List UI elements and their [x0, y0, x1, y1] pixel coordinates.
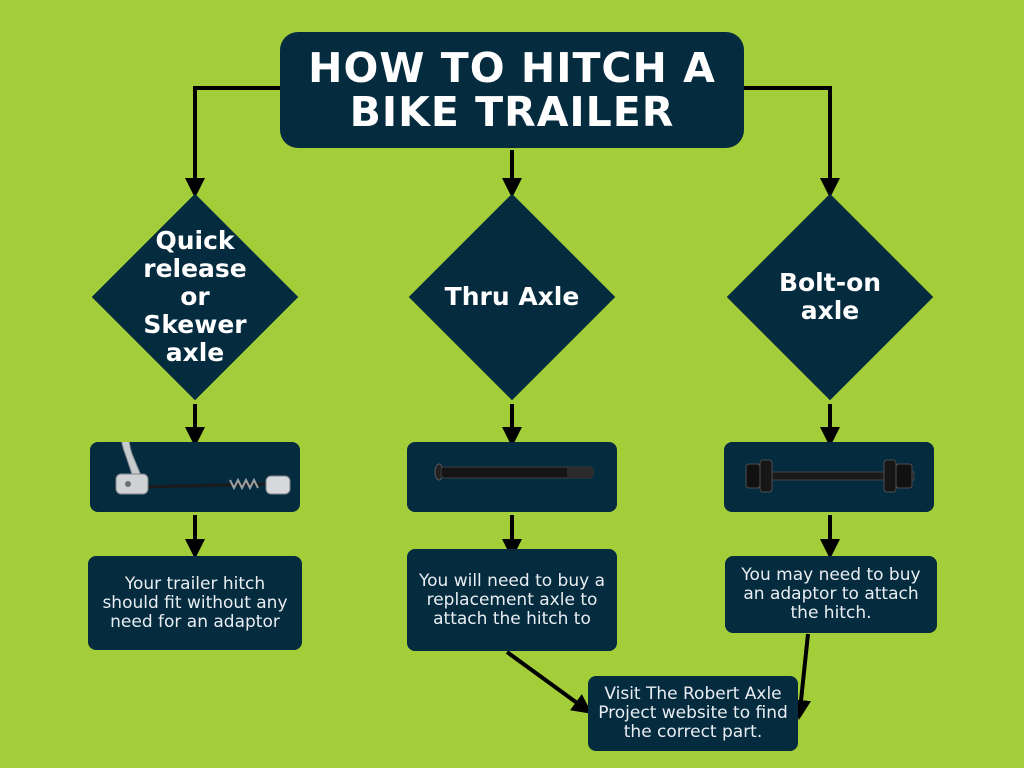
- result-thru-axle: You will need to buy a replacement axle …: [407, 549, 617, 651]
- result-text: You will need to buy a replacement axle …: [419, 570, 605, 629]
- decision-thru-axle: Thru Axle: [408, 193, 616, 401]
- decision-quick-release: Quick release or Skewer axle: [91, 193, 299, 401]
- axle-image-thru-axle: [407, 442, 617, 512]
- result-quick-release: Your trailer hitch should fit without an…: [88, 556, 302, 650]
- bolt-on-axle-icon: [745, 459, 915, 493]
- arrow-title-to-quick-release: [185, 86, 280, 198]
- result-text: Your trailer hitch should fit without an…: [102, 573, 288, 632]
- result-bolt-on: You may need to buy an adaptor to attach…: [725, 556, 937, 633]
- result-text: You may need to buy an adaptor to attach…: [741, 565, 921, 623]
- diamond-label: Thru Axle: [444, 282, 580, 311]
- page-title: HOW TO HITCH A BIKE TRAILER: [308, 44, 716, 136]
- decision-bolt-on: Bolt-on axle: [726, 193, 934, 401]
- quick-release-skewer-icon: [115, 442, 291, 495]
- arrow-result2-to-final: [505, 650, 593, 714]
- diamond-label: Bolt-on axle: [778, 268, 882, 325]
- title-box: HOW TO HITCH A BIKE TRAILER: [280, 32, 744, 148]
- axle-image-bolt-on: [724, 442, 934, 512]
- final-text: Visit The Robert Axle Project website to…: [598, 684, 788, 742]
- arrow-result3-to-final: [791, 633, 811, 720]
- thru-axle-icon: [434, 463, 594, 481]
- axle-image-quick-release: [90, 442, 300, 512]
- final-recommendation: Visit The Robert Axle Project website to…: [588, 676, 798, 751]
- arrow-title-to-bolt-on: [744, 86, 840, 198]
- diamond-label: Quick release or Skewer axle: [143, 226, 247, 367]
